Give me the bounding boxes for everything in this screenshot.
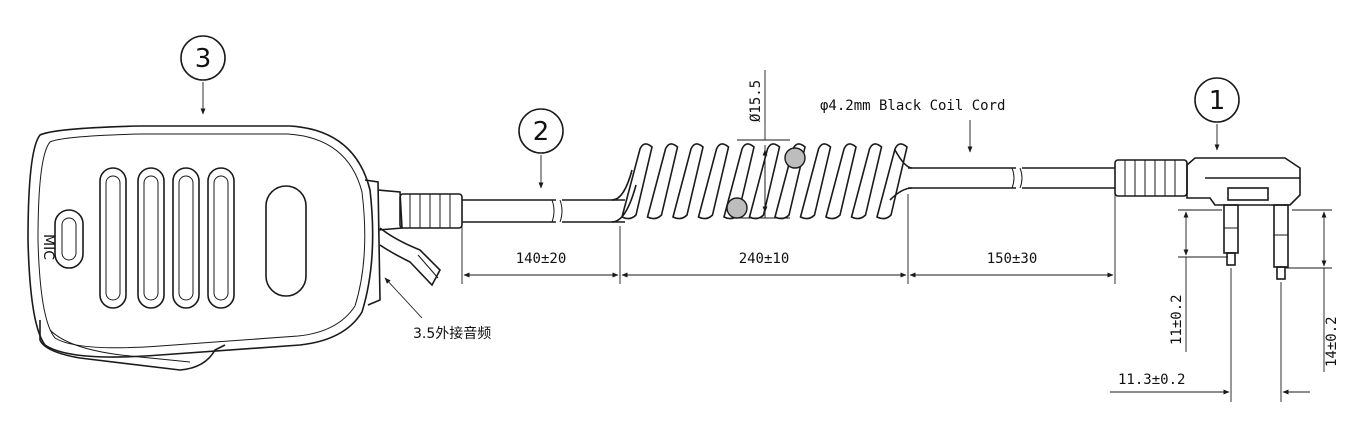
- coil-loop: [774, 143, 806, 220]
- dim-pin-short: 11±0.2: [1169, 294, 1185, 345]
- coil-cord-label: φ4.2mm Black Coil Cord: [820, 98, 1005, 114]
- straight-cable: [462, 199, 625, 223]
- grille-slots: [99, 167, 307, 309]
- speaker-mic-body: MIC: [27, 125, 381, 371]
- callout-2-number: 2: [533, 117, 550, 147]
- coil-loop: [646, 143, 679, 220]
- dim-tail-section: 150±30: [987, 251, 1038, 267]
- coil-section-hatch: [784, 147, 806, 169]
- callout-1: 1: [1194, 77, 1240, 151]
- coil-loop: [825, 143, 857, 220]
- dim-pin-spacing: 11.3±0.2: [1118, 372, 1185, 388]
- coil-loop: [799, 143, 832, 220]
- coil-diameter-value: Ø15.5: [748, 80, 764, 122]
- coil-loop: [748, 143, 781, 220]
- callout-3-number: 3: [195, 44, 212, 74]
- coil-diameter-dim: Ø15.5: [737, 70, 790, 219]
- callout-1-number: 1: [1209, 86, 1226, 116]
- callout-3: 3: [180, 35, 226, 115]
- coil-loop: [621, 143, 653, 220]
- coil-loop: [850, 143, 883, 220]
- coil-cord: [611, 143, 913, 223]
- callout-2: 2: [518, 108, 564, 189]
- coil-loop: [723, 143, 755, 220]
- mic-label: MIC: [40, 234, 56, 260]
- strain-relief: [377, 189, 463, 287]
- coil-loop: [672, 143, 704, 220]
- coil-loop: [876, 143, 908, 220]
- tail-cable: [908, 167, 1115, 189]
- coil-loop: [697, 143, 730, 220]
- coil-lead-in: [611, 169, 637, 223]
- length-dimensions: 140±20 240±10 150±30: [461, 194, 1116, 284]
- k-plug-connector: [1114, 157, 1301, 280]
- dim-straight-section: 140±20: [516, 251, 567, 267]
- dim-pin-long: 14±0.2: [1324, 316, 1340, 367]
- audio-jack-label: 3.5外接音频: [413, 325, 491, 342]
- mic-hole: [54, 209, 84, 269]
- pin-dimensions: 11±0.2 14±0.2 11.3±0.2: [1110, 209, 1340, 402]
- coil-section-hatch: [726, 197, 748, 219]
- dim-coil-section: 240±10: [739, 251, 790, 267]
